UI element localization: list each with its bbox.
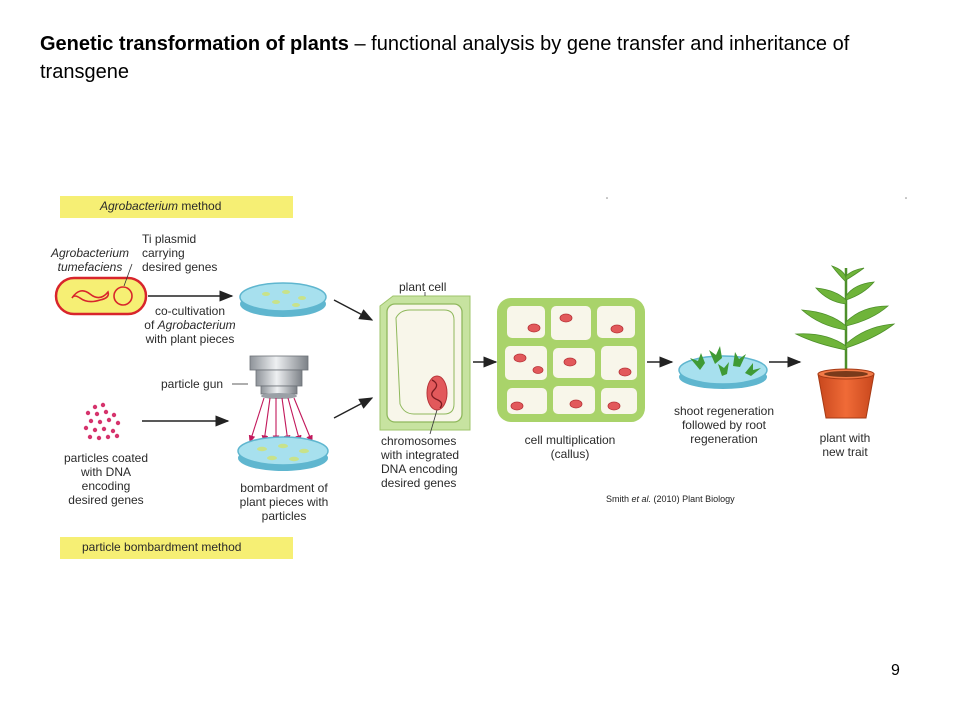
particles-line4: desired genes	[68, 493, 144, 507]
citation-etal: et al.	[631, 494, 652, 504]
cocult-line3: with plant pieces	[145, 332, 235, 346]
plant-cell-label: plant cell	[399, 280, 447, 294]
page-number: 9	[891, 662, 900, 679]
particle-bombardment-method-band: particle bombardment method	[60, 537, 293, 559]
arrow-top-to-cell	[333, 299, 374, 321]
citation-author: Smith	[606, 494, 630, 504]
chrom-line2: with integrated	[381, 448, 460, 462]
cocult-line1: co-cultivation	[154, 304, 226, 318]
shoot-line3: regeneration	[690, 432, 758, 446]
callus-line1: cell multiplication	[524, 433, 616, 447]
chrom-line4: desired genes	[381, 476, 457, 490]
title-rest: – functional analysis by gene transfer a…	[40, 33, 850, 83]
shoot-line2: followed by root	[681, 418, 767, 432]
particle-gun-icon	[249, 355, 309, 399]
cocult-agro: Agrobacterium	[157, 318, 236, 332]
particle-trajectories	[248, 397, 313, 444]
ti-line3: desired genes	[142, 260, 218, 274]
ti-line2: carrying	[142, 246, 185, 260]
stray-dot	[905, 197, 907, 199]
stray-dot	[606, 197, 608, 199]
bombard-line2: plant pieces with	[239, 495, 329, 509]
particles-line2: with DNA	[80, 465, 131, 479]
citation-rest: (2010) Plant Biology	[651, 494, 735, 504]
bombard-line1: bombardment of	[240, 481, 328, 495]
callus-label: cell multiplication(callus)	[500, 433, 640, 461]
shoot-line1: shoot regeneration	[673, 404, 775, 418]
callus-line2: (callus)	[550, 447, 590, 461]
agrobacterium-cell-icon	[54, 276, 148, 316]
chrom-line1: chromosomes	[381, 434, 457, 448]
cocult-line2: of Agrobacterium	[132, 318, 248, 332]
plant-line1: plant with	[819, 431, 871, 445]
arrow-bottom-to-cell	[333, 397, 374, 419]
citation: Smith et al. (2010) Plant Biology	[606, 494, 735, 504]
cocult-of: of	[144, 318, 158, 332]
co-cultivation-dish-icon	[239, 282, 327, 317]
shoot-regeneration-dish-icon	[678, 346, 768, 389]
chrom-line3: DNA encoding	[381, 462, 458, 476]
agro-name-line2: tumefaciens	[57, 260, 123, 274]
agro-method-rest: method	[178, 199, 222, 213]
callus-icon	[497, 298, 645, 422]
bombardment-dish-icon	[237, 436, 329, 471]
particles-line1: particles coated	[63, 451, 149, 465]
potted-plant-icon	[794, 265, 896, 419]
ti-plasmid-leader	[123, 263, 133, 287]
chromosomes-leader	[429, 409, 438, 435]
slide-title: Genetic transformation of plants – funct…	[40, 30, 900, 86]
particles-icon	[83, 402, 121, 441]
plant-line2: new trait	[822, 445, 868, 459]
agrobacterium-method-band: Agrobacterium method	[60, 196, 293, 218]
ti-line1: Ti plasmid	[142, 232, 197, 246]
particle-gun-label: particle gun	[161, 377, 224, 391]
agro-method-italic: Agrobacterium	[100, 199, 179, 213]
title-bold: Genetic transformation of plants	[40, 33, 349, 55]
agro-name-line1: Agrobacterium	[50, 246, 130, 260]
bombard-line3: particles	[261, 509, 307, 523]
particles-line3: encoding	[81, 479, 131, 493]
plant-cell-icon	[379, 295, 471, 431]
